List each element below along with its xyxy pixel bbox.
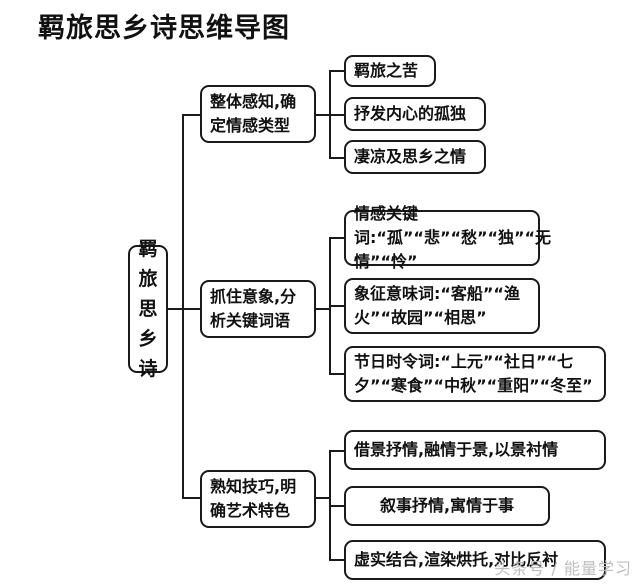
- leaf-node: 抒发内心的孤独: [344, 97, 486, 131]
- root-char: 旅: [138, 268, 158, 290]
- leaf-node: 象征意味词:“客船”“渔火”“故园”“相思”: [344, 278, 540, 334]
- connector-line: [329, 505, 345, 507]
- leaf-label: 借景抒情,融情于景,以景衬情: [354, 440, 559, 459]
- leaf-node: 羁旅之苦: [344, 55, 436, 87]
- branch-label: 抓住意象,分析关键词语: [210, 287, 297, 330]
- connector-line: [316, 114, 330, 116]
- connector-line: [329, 450, 345, 452]
- leaf-node: 叙事抒情,寓情于事: [344, 486, 550, 526]
- connector-line: [316, 497, 330, 499]
- connector-line: [329, 157, 345, 159]
- connector-line: [329, 70, 345, 72]
- connector-line: [329, 373, 345, 375]
- connector-line: [182, 308, 202, 310]
- leaf-label: 情感关键词:“孤”“悲”“愁”“独”“无情”“怜”: [354, 204, 552, 271]
- root-char: 思: [138, 298, 158, 320]
- leaf-node: 节日时令词:“上元”“社日”“七夕”“寒食”“中秋”“重阳”“冬至”: [344, 346, 606, 402]
- leaf-node: 借景抒情,融情于景,以景衬情: [344, 430, 606, 470]
- connector-line: [329, 559, 345, 561]
- connector-line: [329, 114, 345, 116]
- leaf-label: 凄凉及思乡之情: [354, 147, 467, 166]
- connector-line: [329, 305, 345, 307]
- leaf-label: 节日时令词:“上元”“社日”“七夕”“寒食”“中秋”“重阳”“冬至”: [354, 352, 593, 395]
- connector-line: [329, 237, 345, 239]
- leaf-label: 象征意味词:“客船”“渔火”“故园”“相思”: [354, 284, 520, 327]
- root-char: 羁: [138, 238, 158, 260]
- watermark: 头条号 / 能量学习: [494, 559, 632, 578]
- connector-line: [182, 114, 202, 116]
- leaf-node: 情感关键词:“孤”“悲”“愁”“独”“无情”“怜”: [344, 204, 551, 271]
- connector-line: [182, 497, 202, 499]
- branch-label: 整体感知,确定情感类型: [210, 92, 297, 135]
- root-char: 乡: [138, 328, 158, 350]
- root-char: 诗: [138, 358, 158, 380]
- branch-label: 熟知技巧,明确艺术特色: [210, 477, 297, 520]
- diagram-title: 羁旅思乡诗思维导图: [38, 13, 290, 44]
- leaf-label: 叙事抒情,寓情于事: [379, 496, 515, 515]
- leaf-label: 虚实结合,渲染烘托,对比反衬: [354, 550, 559, 569]
- branch-node: 抓住意象,分析关键词语: [200, 280, 316, 338]
- branch-node: 熟知技巧,明确艺术特色: [200, 470, 316, 528]
- root-node: 羁 旅 思 乡 诗: [128, 238, 168, 380]
- leaf-node: 虚实结合,渲染烘托,对比反衬: [344, 540, 606, 580]
- leaf-label: 羁旅之苦: [354, 61, 419, 80]
- leaf-label: 抒发内心的孤独: [354, 104, 467, 123]
- connector-line: [168, 308, 183, 310]
- connector-line: [316, 308, 330, 310]
- branch-node: 整体感知,确定情感类型: [200, 85, 316, 143]
- leaf-node: 凄凉及思乡之情: [344, 140, 486, 174]
- connector-line: [182, 114, 184, 499]
